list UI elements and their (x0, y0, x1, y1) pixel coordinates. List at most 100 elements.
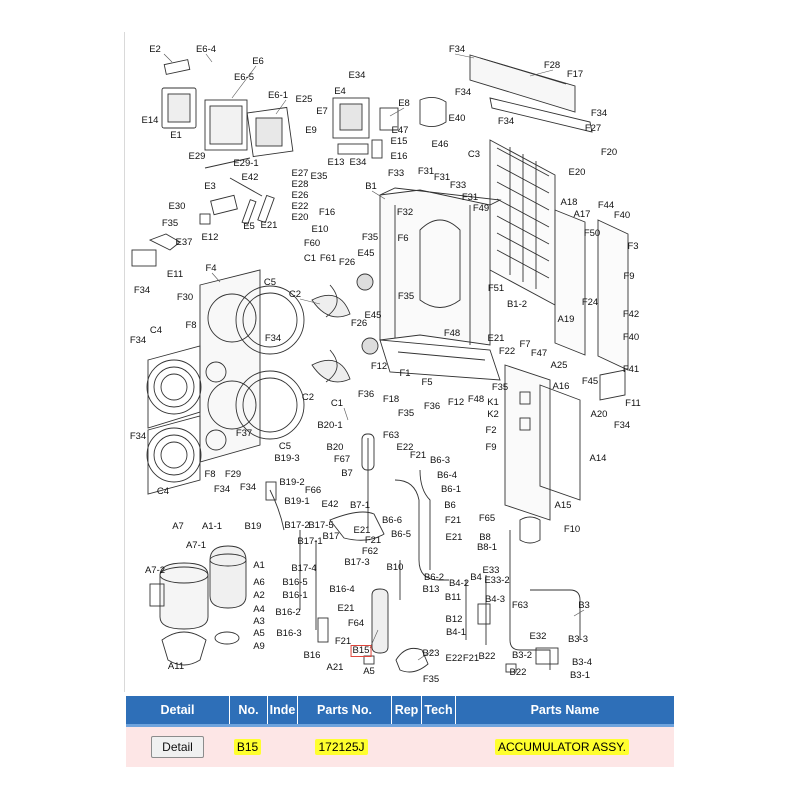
part-label-b23[interactable]: B23 (422, 648, 440, 659)
part-label-e2[interactable]: E2 (149, 44, 161, 55)
part-label-b6-6[interactable]: B6-6 (381, 515, 403, 526)
part-label-f66[interactable]: F66 (304, 485, 322, 496)
part-label-f33[interactable]: F33 (387, 168, 405, 179)
part-label-b6[interactable]: B6 (444, 500, 456, 511)
part-label-e16[interactable]: E16 (390, 151, 408, 162)
part-label-a7-1[interactable]: A7-1 (185, 540, 207, 551)
part-label-b17-3[interactable]: B17-3 (344, 557, 370, 568)
part-label-f65[interactable]: F65 (478, 513, 496, 524)
part-label-f35[interactable]: F35 (422, 674, 440, 685)
part-label-f10[interactable]: F10 (563, 524, 581, 535)
part-label-f34[interactable]: F34 (613, 420, 631, 431)
part-label-a7-2[interactable]: A7-2 (144, 565, 166, 576)
highlighted-part-label-b15[interactable]: B15 (350, 645, 372, 657)
part-label-f29[interactable]: F29 (224, 469, 242, 480)
part-label-f41[interactable]: F41 (622, 364, 640, 375)
part-label-a7[interactable]: A7 (172, 521, 184, 532)
part-label-e20[interactable]: E20 (291, 212, 309, 223)
part-label-e4[interactable]: E4 (334, 86, 346, 97)
part-label-e45[interactable]: E45 (364, 310, 382, 321)
part-label-b3-3[interactable]: B3-3 (567, 634, 589, 645)
part-label-f48[interactable]: F48 (467, 394, 485, 405)
part-label-b16-2[interactable]: B16-2 (275, 607, 301, 618)
part-label-f20[interactable]: F20 (600, 147, 618, 158)
part-label-f32[interactable]: F32 (396, 207, 414, 218)
part-label-f42[interactable]: F42 (622, 309, 640, 320)
part-label-f16[interactable]: F16 (318, 207, 336, 218)
part-label-f62[interactable]: F62 (361, 546, 379, 557)
part-label-a4[interactable]: A4 (253, 604, 265, 615)
part-label-e5[interactable]: E5 (243, 221, 255, 232)
part-label-f5[interactable]: F5 (421, 377, 433, 388)
part-label-f11[interactable]: F11 (625, 398, 641, 409)
part-number-b15[interactable]: B15 (233, 739, 262, 755)
part-label-e6-5[interactable]: E6-5 (233, 72, 255, 83)
part-label-b3-1[interactable]: B3-1 (569, 670, 591, 681)
part-label-b16-1[interactable]: B16-1 (282, 590, 308, 601)
part-label-b17[interactable]: B17 (322, 531, 340, 542)
part-label-b3[interactable]: B3 (578, 600, 590, 611)
part-label-a17[interactable]: A17 (573, 209, 591, 220)
part-label-f12[interactable]: F12 (447, 397, 465, 408)
part-label-b22[interactable]: B22 (509, 667, 527, 678)
part-label-f21[interactable]: F21 (444, 515, 462, 526)
part-label-k1[interactable]: K1 (487, 397, 499, 408)
part-label-f35[interactable]: F35 (491, 382, 509, 393)
part-label-f31[interactable]: F31 (461, 192, 479, 203)
part-label-e34[interactable]: E34 (348, 70, 366, 81)
part-label-a25[interactable]: A25 (550, 360, 568, 371)
part-label-f26[interactable]: F26 (350, 318, 368, 329)
part-label-e42[interactable]: E42 (241, 172, 259, 183)
part-label-f17[interactable]: F17 (566, 69, 584, 80)
part-label-b8-1[interactable]: B8-1 (476, 542, 498, 553)
part-label-e28[interactable]: E28 (291, 179, 309, 190)
part-label-f3[interactable]: F3 (627, 241, 639, 252)
part-label-f21[interactable]: F21 (364, 535, 382, 546)
part-label-b17-5[interactable]: B17-5 (308, 520, 334, 531)
part-label-e30[interactable]: E30 (168, 201, 186, 212)
part-label-f64[interactable]: F64 (347, 618, 365, 629)
part-label-e21[interactable]: E21 (353, 525, 371, 536)
part-label-e8[interactable]: E8 (398, 98, 410, 109)
part-label-f34[interactable]: F34 (129, 431, 147, 442)
part-label-e25[interactable]: E25 (295, 94, 313, 105)
part-label-e11[interactable]: E11 (166, 269, 184, 280)
part-label-e35[interactable]: E35 (310, 171, 328, 182)
part-label-a6[interactable]: A6 (253, 577, 265, 588)
part-label-b6-5[interactable]: B6-5 (390, 529, 412, 540)
part-label-f34[interactable]: F34 (497, 116, 515, 127)
part-label-f30[interactable]: F30 (176, 292, 194, 303)
part-label-e45[interactable]: E45 (357, 248, 375, 259)
part-label-a19[interactable]: A19 (557, 314, 575, 325)
part-label-a3[interactable]: A3 (253, 616, 265, 627)
part-label-f34[interactable]: F34 (133, 285, 151, 296)
part-label-c2[interactable]: C2 (288, 289, 302, 300)
part-label-b8[interactable]: B8 (479, 532, 491, 543)
part-label-e21[interactable]: E21 (487, 333, 505, 344)
part-label-e15[interactable]: E15 (390, 136, 408, 147)
part-label-b6-3[interactable]: B6-3 (429, 455, 451, 466)
part-label-f40[interactable]: F40 (613, 210, 631, 221)
part-label-e6[interactable]: E6 (252, 56, 264, 67)
part-label-a11[interactable]: A11 (167, 661, 185, 672)
part-label-f49[interactable]: F49 (472, 203, 490, 214)
part-label-f40[interactable]: F40 (622, 332, 640, 343)
part-label-f1[interactable]: F1 (399, 368, 411, 379)
part-label-f33[interactable]: F33 (449, 180, 467, 191)
part-label-f35[interactable]: F35 (161, 218, 179, 229)
part-label-b6-4[interactable]: B6-4 (436, 470, 458, 481)
part-label-f50[interactable]: F50 (583, 228, 601, 239)
part-label-e20[interactable]: E20 (568, 167, 586, 178)
part-label-e21[interactable]: E21 (337, 603, 355, 614)
part-label-f18[interactable]: F18 (382, 394, 400, 405)
part-label-f34[interactable]: F34 (264, 333, 282, 344)
part-label-f8[interactable]: F8 (204, 469, 216, 480)
part-label-e22[interactable]: E22 (445, 653, 463, 664)
part-label-c5[interactable]: C5 (278, 441, 292, 452)
part-label-a2[interactable]: A2 (253, 590, 265, 601)
part-label-e29[interactable]: E29 (188, 151, 206, 162)
part-label-a20[interactable]: A20 (590, 409, 608, 420)
part-label-f6[interactable]: F6 (397, 233, 409, 244)
part-label-f37[interactable]: F37 (235, 428, 253, 439)
part-label-f48[interactable]: F48 (443, 328, 461, 339)
